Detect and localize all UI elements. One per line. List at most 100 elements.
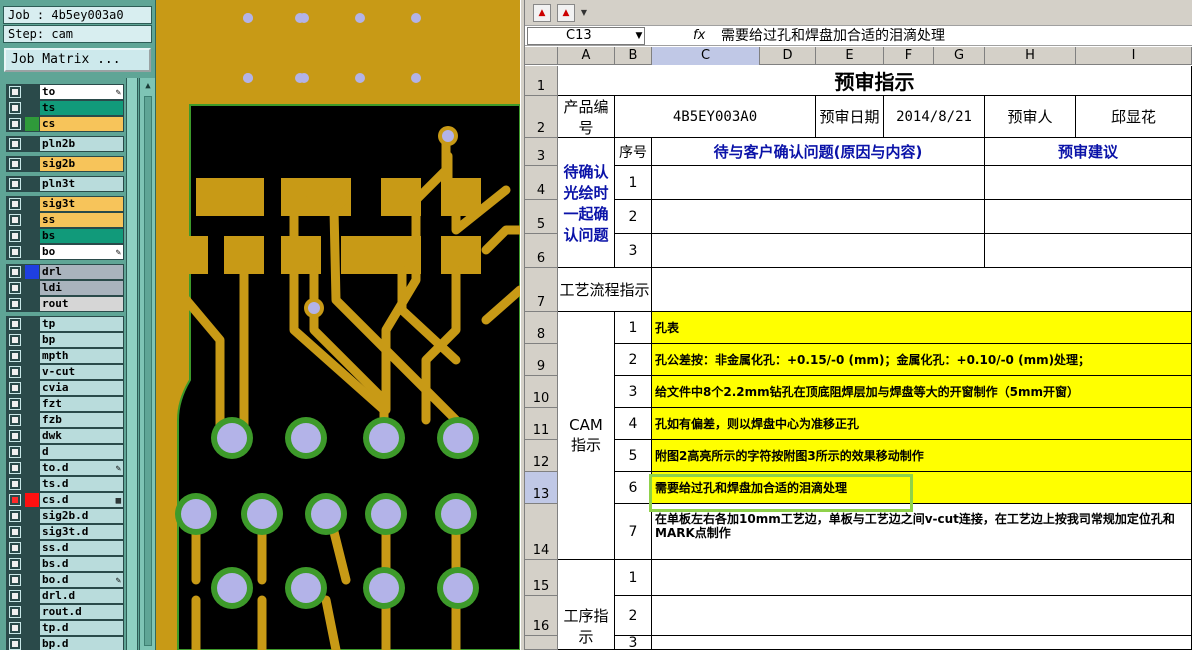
layer-row-ss.d[interactable]: ss.d xyxy=(6,540,124,556)
suggest-cell[interactable] xyxy=(985,234,1192,268)
work-seq-cell[interactable]: 2 xyxy=(615,596,652,636)
layer-row-sig3t.d[interactable]: sig3t.d xyxy=(6,524,124,540)
scrollbar-track[interactable] xyxy=(144,96,152,646)
row-header-2[interactable]: 2 xyxy=(525,96,558,138)
layer-row-ss[interactable]: ss xyxy=(6,212,124,228)
column-header-G[interactable]: G xyxy=(934,47,985,65)
work-cell[interactable] xyxy=(652,596,1192,636)
row-header-14[interactable]: 14 xyxy=(525,504,558,560)
layer-name[interactable]: bo.d✎ xyxy=(40,573,123,587)
layer-color-swatch[interactable] xyxy=(24,349,40,363)
review-date-cell[interactable]: 2014/8/21 xyxy=(884,96,985,138)
row-header-16[interactable]: 16 xyxy=(525,596,558,636)
job-matrix-button[interactable]: Job Matrix ... xyxy=(4,48,151,72)
cam-item-cell[interactable]: 孔公差按：非金属化孔：+0.15/-0 (mm)；金属化孔：+0.10/-0 (… xyxy=(652,344,1192,376)
name-box[interactable]: C13 xyxy=(527,27,645,45)
layer-name[interactable]: tp xyxy=(40,317,123,331)
layer-row-bo[interactable]: bo✎ xyxy=(6,244,124,260)
cam-item-cell[interactable]: 附图2高亮所示的字符按附图3所示的效果移动制作 xyxy=(652,440,1192,472)
layer-name[interactable]: pln2b xyxy=(40,137,123,151)
layer-row-fzt[interactable]: fzt xyxy=(6,396,124,412)
layer-checkbox[interactable] xyxy=(9,266,21,278)
layer-row-bp.d[interactable]: bp.d xyxy=(6,636,124,650)
layer-color-swatch[interactable] xyxy=(24,413,40,427)
work-label[interactable]: 工序指示 xyxy=(558,560,615,650)
layer-row-cvia[interactable]: cvia xyxy=(6,380,124,396)
layer-name[interactable]: sig3t.d xyxy=(40,525,123,539)
layer-checkbox[interactable] xyxy=(9,138,21,150)
layer-color-swatch[interactable] xyxy=(24,157,40,171)
row-header-4[interactable]: 4 xyxy=(525,166,558,200)
layer-name[interactable]: cs.d▦ xyxy=(40,493,123,507)
cam-item-cell[interactable]: 在单板左右各加10mm工艺边，单板与工艺边之间v-cut连接，在工艺边上按我司常… xyxy=(652,504,1192,560)
layer-color-swatch[interactable] xyxy=(24,621,40,635)
column-header-D[interactable]: D xyxy=(760,47,816,65)
suggest-cell[interactable] xyxy=(985,166,1192,200)
layer-row-ts[interactable]: ts xyxy=(6,100,124,116)
layer-name[interactable]: bo✎ xyxy=(40,245,123,259)
layer-name[interactable]: drl xyxy=(40,265,123,279)
layer-color-swatch[interactable] xyxy=(24,477,40,491)
row-header-13[interactable]: 13 xyxy=(525,472,558,504)
layer-row-tp[interactable]: tp xyxy=(6,316,124,332)
layer-row-rout.d[interactable]: rout.d xyxy=(6,604,124,620)
layer-checkbox[interactable] xyxy=(9,298,21,310)
reviewer-label[interactable]: 预审人 xyxy=(985,96,1076,138)
work-seq-cell[interactable]: 1 xyxy=(615,560,652,596)
pdf-icon[interactable]: ▲ xyxy=(533,4,551,22)
layer-checkbox[interactable] xyxy=(9,414,21,426)
layer-color-swatch[interactable] xyxy=(24,557,40,571)
layer-color-swatch[interactable] xyxy=(25,493,39,507)
cam-seq-cell[interactable]: 6 xyxy=(615,472,652,504)
layer-checkbox[interactable] xyxy=(9,118,21,130)
layer-color-swatch[interactable] xyxy=(24,509,40,523)
layer-checkbox[interactable] xyxy=(9,574,21,586)
layer-checkbox[interactable] xyxy=(9,334,21,346)
layer-name[interactable]: bp.d xyxy=(40,637,123,650)
layer-name[interactable]: bs xyxy=(40,229,123,243)
layer-color-swatch[interactable] xyxy=(24,229,40,243)
layer-checkbox[interactable] xyxy=(9,526,21,538)
layer-color-swatch[interactable] xyxy=(24,317,40,331)
layer-color-swatch[interactable] xyxy=(25,265,39,279)
work-seq-cell[interactable]: 3 xyxy=(615,636,652,650)
confirm-issues-label[interactable]: 待确认光绘时一起确认问题 xyxy=(558,138,615,268)
layer-color-swatch[interactable] xyxy=(24,137,40,151)
cam-seq-cell[interactable]: 5 xyxy=(615,440,652,472)
layer-checkbox[interactable] xyxy=(9,86,21,98)
cam-item-cell[interactable]: 需要给过孔和焊盘加合适的泪滴处理 xyxy=(652,472,1192,504)
cam-label[interactable]: CAM指示 xyxy=(558,312,615,560)
fx-icon[interactable]: fx xyxy=(693,28,706,43)
row-header-17[interactable] xyxy=(525,636,558,650)
row-header-5[interactable]: 5 xyxy=(525,200,558,234)
column-header-B[interactable]: B xyxy=(615,47,652,65)
pcb-graphics-view[interactable] xyxy=(156,0,520,650)
layer-name[interactable]: sig3t xyxy=(40,197,123,211)
layer-color-swatch[interactable] xyxy=(24,297,40,311)
layer-row-dwk[interactable]: dwk xyxy=(6,428,124,444)
select-all-corner[interactable] xyxy=(525,47,558,65)
layer-name[interactable]: fzt xyxy=(40,397,123,411)
layer-name[interactable]: d xyxy=(40,445,123,459)
confirm-seq-cell[interactable]: 3 xyxy=(615,234,652,268)
layer-color-swatch[interactable] xyxy=(24,381,40,395)
work-cell[interactable] xyxy=(652,636,1192,650)
issue-cell[interactable] xyxy=(652,200,985,234)
layer-name[interactable]: cs xyxy=(40,117,123,131)
cam-seq-cell[interactable]: 2 xyxy=(615,344,652,376)
cam-seq-cell[interactable]: 4 xyxy=(615,408,652,440)
layer-row-tp.d[interactable]: tp.d xyxy=(6,620,124,636)
cam-seq-cell[interactable]: 1 xyxy=(615,312,652,344)
layer-row-mpth[interactable]: mpth xyxy=(6,348,124,364)
layer-checkbox[interactable] xyxy=(9,102,21,114)
layer-color-swatch[interactable] xyxy=(24,589,40,603)
layer-name[interactable]: ss.d xyxy=(40,541,123,555)
layer-color-swatch[interactable] xyxy=(24,85,40,99)
layer-checkbox[interactable] xyxy=(9,282,21,294)
cam-item-cell[interactable]: 孔如有偏差，则以焊盘中心为准移正孔 xyxy=(652,408,1192,440)
confirm-seq-cell[interactable]: 1 xyxy=(615,166,652,200)
layer-color-swatch[interactable] xyxy=(24,541,40,555)
layer-name[interactable]: tp.d xyxy=(40,621,123,635)
row-header-3[interactable]: 3 xyxy=(525,138,558,166)
layer-row-drl.d[interactable]: drl.d xyxy=(6,588,124,604)
